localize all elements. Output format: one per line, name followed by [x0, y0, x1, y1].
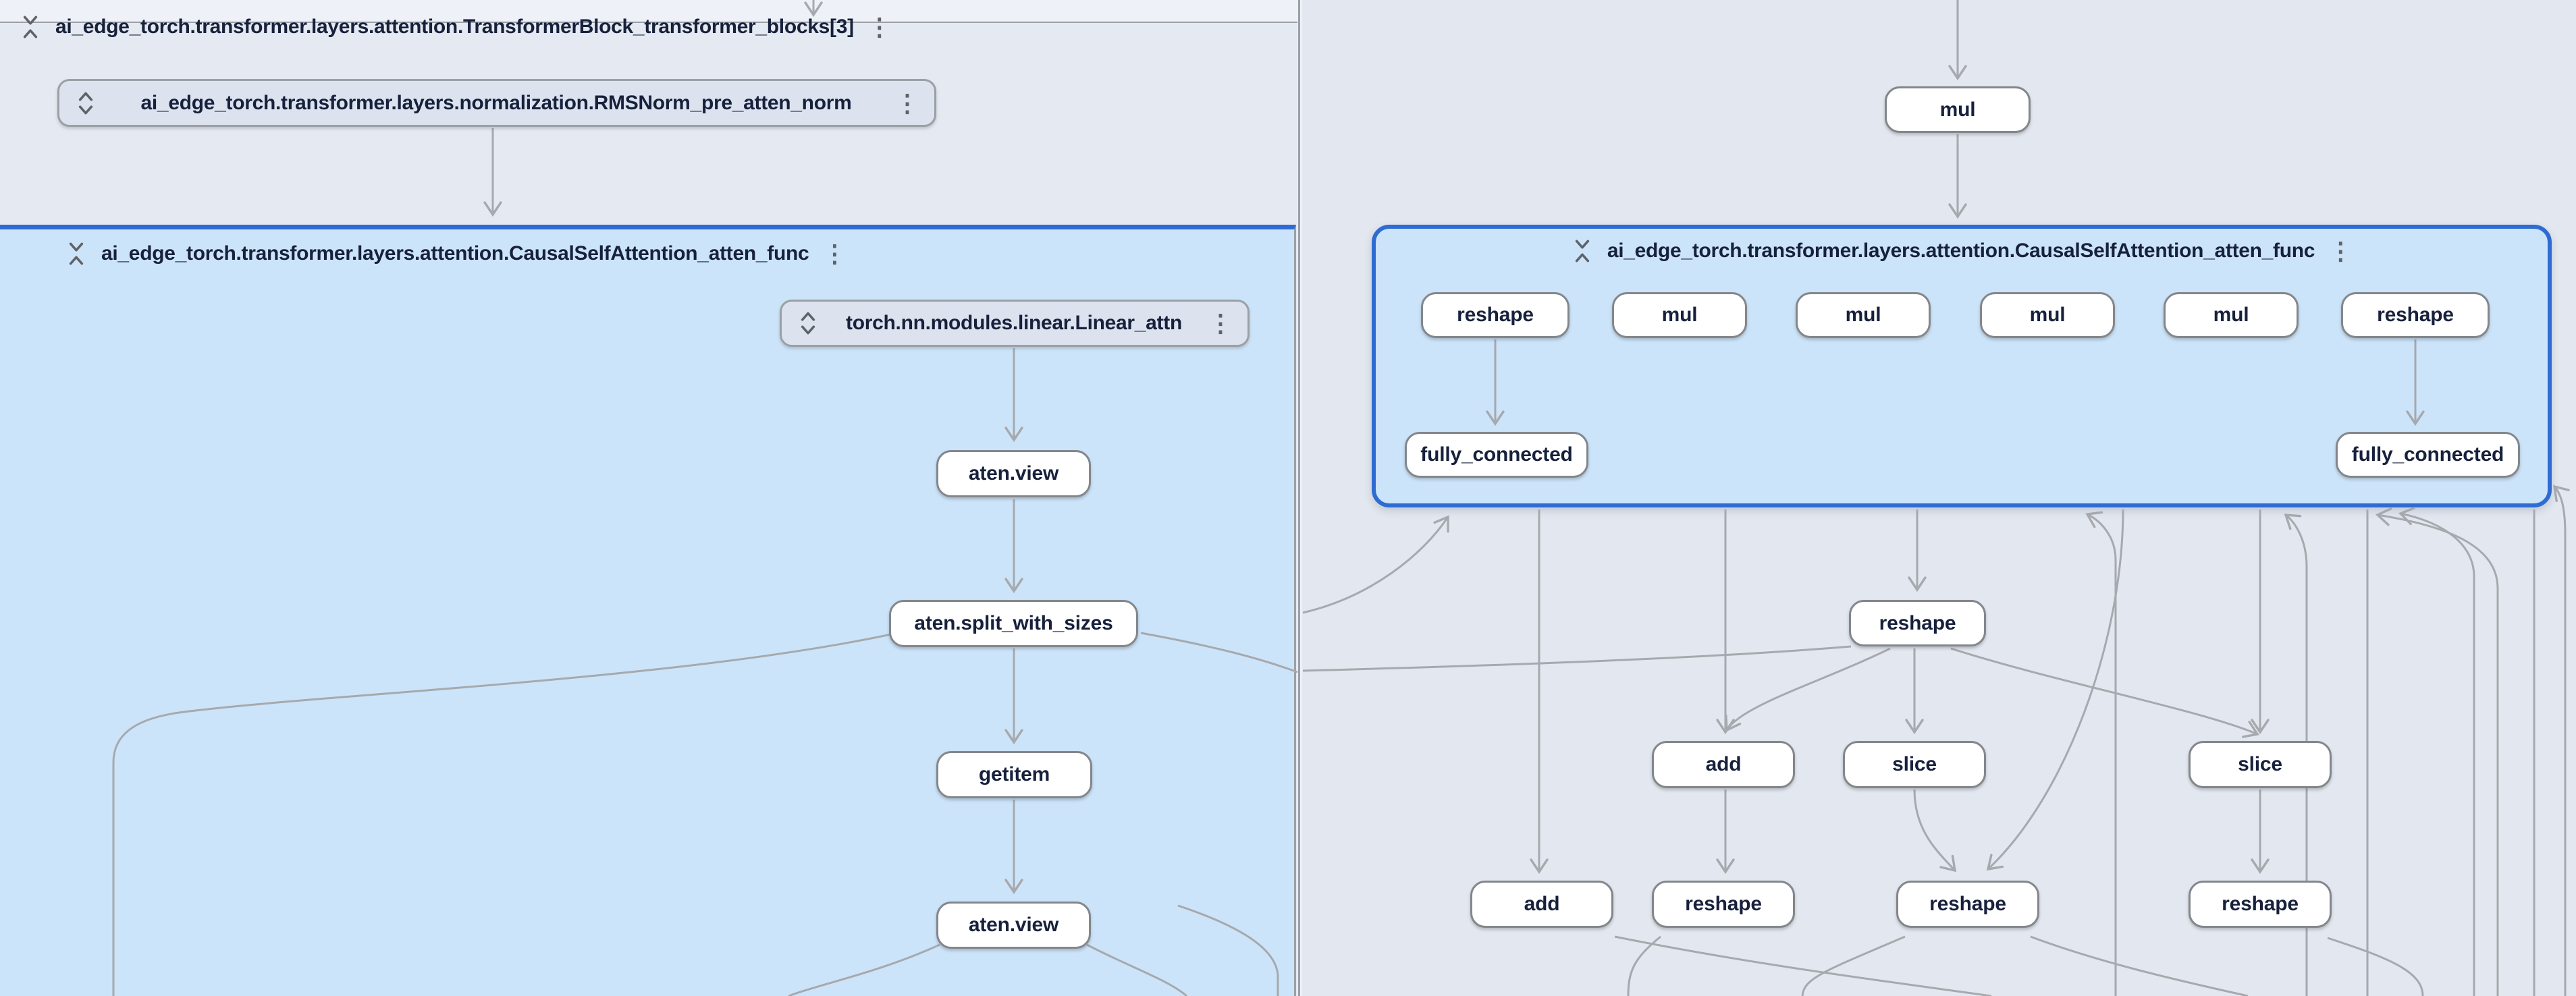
op-label: reshape — [1457, 304, 1534, 326]
op-node-reshape-c[interactable]: reshape — [2189, 881, 2332, 928]
unfold-less-icon[interactable] — [65, 238, 88, 269]
op-label: fully_connected — [1420, 443, 1573, 466]
kebab-menu-icon[interactable]: ⋮ — [2328, 237, 2353, 265]
op-node-reshape-a[interactable]: reshape — [1652, 881, 1795, 928]
op-node-reshape-b[interactable]: reshape — [1896, 881, 2039, 928]
op-node-add-1[interactable]: add — [1652, 741, 1795, 788]
op-label: reshape — [2377, 304, 2454, 326]
op-label: add — [1705, 753, 1742, 775]
unfold-more-icon[interactable] — [797, 308, 820, 339]
rmsnorm-layer-node[interactable]: ai_edge_torch.transformer.layers.normali… — [57, 79, 936, 127]
op-node-aten-view-2[interactable]: aten.view — [936, 902, 1091, 949]
op-label: mul — [1661, 304, 1698, 326]
op-node-getitem[interactable]: getitem — [936, 751, 1092, 798]
op-label: aten.view — [968, 914, 1059, 936]
linear-layer-node[interactable]: torch.nn.modules.linear.Linear_attn ⋮ — [780, 300, 1250, 347]
rmsnorm-label: ai_edge_torch.transformer.layers.normali… — [140, 91, 852, 114]
attention-group-label-left: ai_edge_torch.transformer.layers.attenti… — [101, 242, 809, 265]
pane-resize-divider[interactable] — [1298, 0, 1300, 996]
op-label: fully_connected — [2351, 443, 2504, 466]
op-label: getitem — [978, 763, 1050, 785]
kebab-menu-icon[interactable]: ⋮ — [822, 240, 847, 267]
linear-label: torch.nn.modules.linear.Linear_attn — [846, 312, 1182, 334]
op-node-add-2[interactable]: add — [1470, 881, 1613, 928]
kebab-menu-icon[interactable]: ⋮ — [867, 13, 892, 40]
op-label: aten.split_with_sizes — [914, 612, 1113, 634]
op-node-slice-1[interactable]: slice — [1843, 741, 1986, 788]
op-label: slice — [2238, 753, 2282, 775]
op-node-mul-row-1[interactable]: mul — [1612, 292, 1747, 338]
transformer-block-label: ai_edge_torch.transformer.layers.attenti… — [55, 16, 854, 38]
op-label: slice — [1892, 753, 1937, 775]
op-node-reshape-mid[interactable]: reshape — [1849, 600, 1986, 646]
op-label: reshape — [2222, 893, 2299, 915]
op-node-reshape-row-1[interactable]: reshape — [1421, 292, 1569, 338]
kebab-menu-icon[interactable]: ⋮ — [1208, 309, 1233, 337]
op-node-mul-row-3[interactable]: mul — [1980, 292, 2115, 338]
op-node-mul-top[interactable]: mul — [1885, 86, 2031, 133]
op-node-mul-row-4[interactable]: mul — [2164, 292, 2299, 338]
attention-group-header-right[interactable]: ai_edge_torch.transformer.layers.attenti… — [1372, 235, 2552, 267]
attention-group-label-right: ai_edge_torch.transformer.layers.attenti… — [1607, 240, 2315, 262]
op-label: mul — [1939, 98, 1976, 121]
op-node-fully-connected-1[interactable]: fully_connected — [1405, 432, 1588, 478]
transformer-block-header[interactable]: ai_edge_torch.transformer.layers.attenti… — [19, 11, 892, 43]
op-label: aten.view — [968, 462, 1059, 485]
parent-group-boundary — [0, 0, 1297, 23]
op-node-aten-split-with-sizes[interactable]: aten.split_with_sizes — [889, 600, 1138, 647]
unfold-more-icon[interactable] — [74, 88, 97, 119]
op-label: mul — [1845, 304, 1881, 326]
op-node-aten-view-1[interactable]: aten.view — [936, 450, 1091, 497]
op-label: reshape — [1879, 611, 1956, 634]
unfold-less-icon[interactable] — [1571, 236, 1594, 267]
op-label: reshape — [1685, 893, 1762, 915]
op-node-slice-2[interactable]: slice — [2189, 741, 2332, 788]
unfold-less-icon[interactable] — [19, 11, 42, 43]
op-node-fully-connected-2[interactable]: fully_connected — [2336, 432, 2520, 478]
op-label: reshape — [1929, 893, 2006, 915]
attention-group-header-left[interactable]: ai_edge_torch.transformer.layers.attenti… — [65, 238, 847, 270]
op-label: add — [1524, 893, 1560, 915]
op-label: mul — [2213, 304, 2249, 326]
op-node-reshape-row-2[interactable]: reshape — [2341, 292, 2490, 338]
op-label: mul — [2029, 304, 2066, 326]
kebab-menu-icon[interactable]: ⋮ — [895, 88, 919, 117]
op-node-mul-row-2[interactable]: mul — [1796, 292, 1931, 338]
